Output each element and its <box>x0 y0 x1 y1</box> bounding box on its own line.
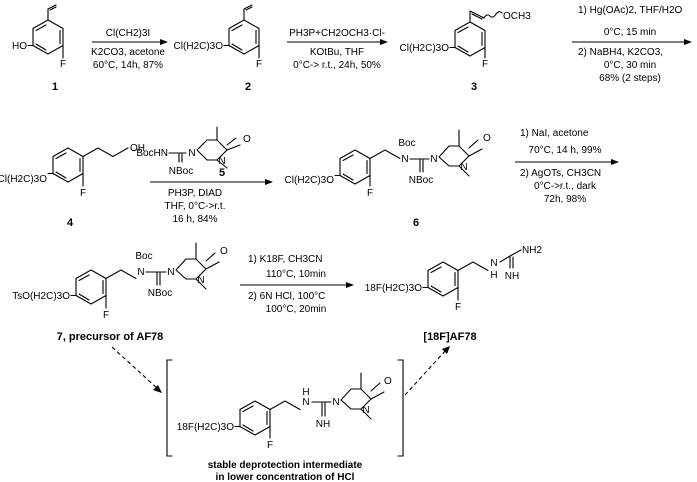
amide-nitrogen-label: N <box>137 267 144 278</box>
boc-label: Boc <box>398 138 415 149</box>
step-3-condition: 0°C, 15 min <box>604 27 656 38</box>
step-1: Cl(CH2)3I K2CO3, acetone 60°C, 14h, 87% <box>91 28 168 71</box>
step-3-reagent: 1) Hg(OAc)2, THF/H2O <box>578 5 682 16</box>
note-line-2: in lower concentration of HCl <box>216 472 355 482</box>
fluoro-label: F <box>267 440 273 451</box>
fluoro-label: F <box>60 59 66 70</box>
compound-4: OH Cl(H2C)3O F 4 <box>0 143 145 229</box>
ring-nitrogen-label: N <box>460 162 467 173</box>
fluoro-label: F <box>103 310 109 321</box>
step-2-condition: 0°C-> r.t., 24h, 50% <box>293 60 381 71</box>
fluoro-label: F <box>482 59 488 70</box>
note-line-1: stable deprotection intermediate <box>208 460 363 471</box>
ring-nitrogen-label: N <box>197 275 204 286</box>
step-6-reagent: 2) 6N HCl, 100°C <box>248 291 325 302</box>
compound-number-2: 2 <box>245 81 251 93</box>
imine-label: NH <box>505 271 519 282</box>
dashed-arrows <box>111 346 450 396</box>
step-4: PH3P, DIAD THF, 0°C->r.t. 16 h, 84% <box>150 179 273 225</box>
amide-nitrogen-label: N <box>401 154 408 165</box>
step-3: 1) Hg(OAc)2, THF/H2O 0°C, 15 min 2) NaBH… <box>572 5 692 84</box>
compound-number-1: 1 <box>52 81 58 93</box>
step-5: 1) NaI, acetone 70°C, 14 h, 99% 2) AgOTs… <box>515 128 619 205</box>
compound-7: N Boc NBoc N O N TsO(H2C)3O F 7, precurs… <box>12 242 228 343</box>
fluoro-label: F <box>80 188 86 199</box>
fluoropropoxy-label: 18F(H2C)3O <box>177 422 234 433</box>
compound-number-5: 5 <box>219 167 225 179</box>
step-2: PH3P+CH2OCH3·Cl- KOtBu, THF 0°C-> r.t., … <box>287 28 388 71</box>
nboc-label: NBoc <box>148 288 172 299</box>
compound-1: HO F 1 <box>12 4 66 93</box>
compound-number-7: 7, precursor of AF78 <box>57 331 164 343</box>
chloropropoxy-label: Cl(H2C)3O <box>174 41 224 52</box>
compound-number-3: 3 <box>471 81 477 93</box>
compound-6: N Boc NBoc N O N Cl(H2C)3O F 6 <box>285 129 491 229</box>
step-4-condition: THF, 0°C->r.t. <box>165 201 226 212</box>
compound-2: Cl(H2C)3O F 2 <box>174 4 262 93</box>
step-5-reagent: 2) AgOTs, CH3CN <box>520 168 601 179</box>
step-6: 1) K18F, CH3CN 110°C, 10min 2) 6N HCl, 1… <box>240 254 354 315</box>
fluoropropoxy-label: 18F(H2C)3O <box>365 283 422 294</box>
hydroxy-label: HO <box>12 41 27 52</box>
carbonyl-oxygen-label: O <box>243 134 251 145</box>
chloropropoxy-label: Cl(H2C)3O <box>285 175 335 186</box>
step-1-reagent: Cl(CH2)3I <box>106 28 150 39</box>
methoxy-label: OCH3 <box>503 11 531 22</box>
ring-nitrogen-label: N <box>188 148 195 159</box>
carbonyl-oxygen-label: O <box>220 246 228 257</box>
nboc-label: NBoc <box>169 166 193 177</box>
step-2-condition: KOtBu, THF <box>310 47 364 58</box>
step-5-yield: 72h, 98% <box>544 194 586 205</box>
carbonyl-oxygen-label: O <box>483 133 491 144</box>
compound-number-4: 4 <box>67 217 74 229</box>
ring-nitrogen-label: N <box>332 397 339 408</box>
step-5-reagent: 1) NaI, acetone <box>520 128 589 139</box>
step-6-condition: 110°C, 10min <box>266 269 326 280</box>
compound-3: OCH3 Cl(H2C)3O F 3 <box>400 10 531 93</box>
fluoro-label: F <box>256 59 262 70</box>
chloropropoxy-label: Cl(H2C)3O <box>400 43 450 54</box>
step-3-condition: 0°C, 30 min <box>604 60 656 71</box>
ring-nitrogen-label: N <box>167 267 174 278</box>
boc-label: Boc <box>135 251 152 262</box>
nboc-label: NBoc <box>409 175 433 186</box>
ring-nitrogen-label: N <box>218 156 225 167</box>
chloropropoxy-label: Cl(H2C)3O <box>0 174 47 185</box>
ring-nitrogen-label: N <box>362 405 369 416</box>
amine-nitrogen-label: N <box>490 258 497 269</box>
step-5-condition: 0°C->r.t., dark <box>534 181 597 192</box>
ring-nitrogen-label: N <box>430 154 437 165</box>
compound-af78: N H NH NH2 18F(H2C)3O F [18F]AF78 <box>365 245 543 343</box>
fluoro-label: F <box>367 188 373 199</box>
compound-5: BocHN NBoc N O N 5 <box>136 126 251 179</box>
step-6-reagent: 1) K18F, CH3CN <box>248 254 322 265</box>
fluoro-label: F <box>455 302 461 313</box>
imine-label: NH <box>316 419 330 430</box>
step-6-condition: 100°C, 20min <box>266 304 327 315</box>
hydroxy-label: OH <box>130 143 145 154</box>
step-1-condition: K2CO3, acetone <box>91 47 165 58</box>
amino-label: NH2 <box>522 245 542 256</box>
compound-label-af78: [18F]AF78 <box>423 331 476 343</box>
boc-amino-label: BocHN <box>136 148 168 159</box>
compound-number-6: 6 <box>413 217 419 229</box>
amine-nitrogen-label: N <box>302 397 309 408</box>
intermediate-note: stable deprotection intermediate in lowe… <box>208 460 363 482</box>
intermediate: N H NH N O N 18F(H2C)3O F <box>166 359 404 457</box>
tosyloxypropoxy-label: TsO(H2C)3O <box>12 291 70 302</box>
step-2-reagent: PH3P+CH2OCH3·Cl- <box>289 28 385 39</box>
carbonyl-oxygen-label: O <box>384 376 392 387</box>
step-5-condition: 70°C, 14 h, 99% <box>529 145 602 156</box>
amine-hydrogen-label: H <box>490 270 497 281</box>
step-4-yield: 16 h, 84% <box>172 214 217 225</box>
amine-hydrogen-label: H <box>302 387 309 398</box>
step-3-yield: 68% (2 steps) <box>599 73 661 84</box>
step-1-condition: 60°C, 14h, 87% <box>93 60 163 71</box>
step-3-reagent: 2) NaBH4, K2CO3, <box>578 47 663 58</box>
step-4-reagent: PH3P, DIAD <box>168 188 222 199</box>
